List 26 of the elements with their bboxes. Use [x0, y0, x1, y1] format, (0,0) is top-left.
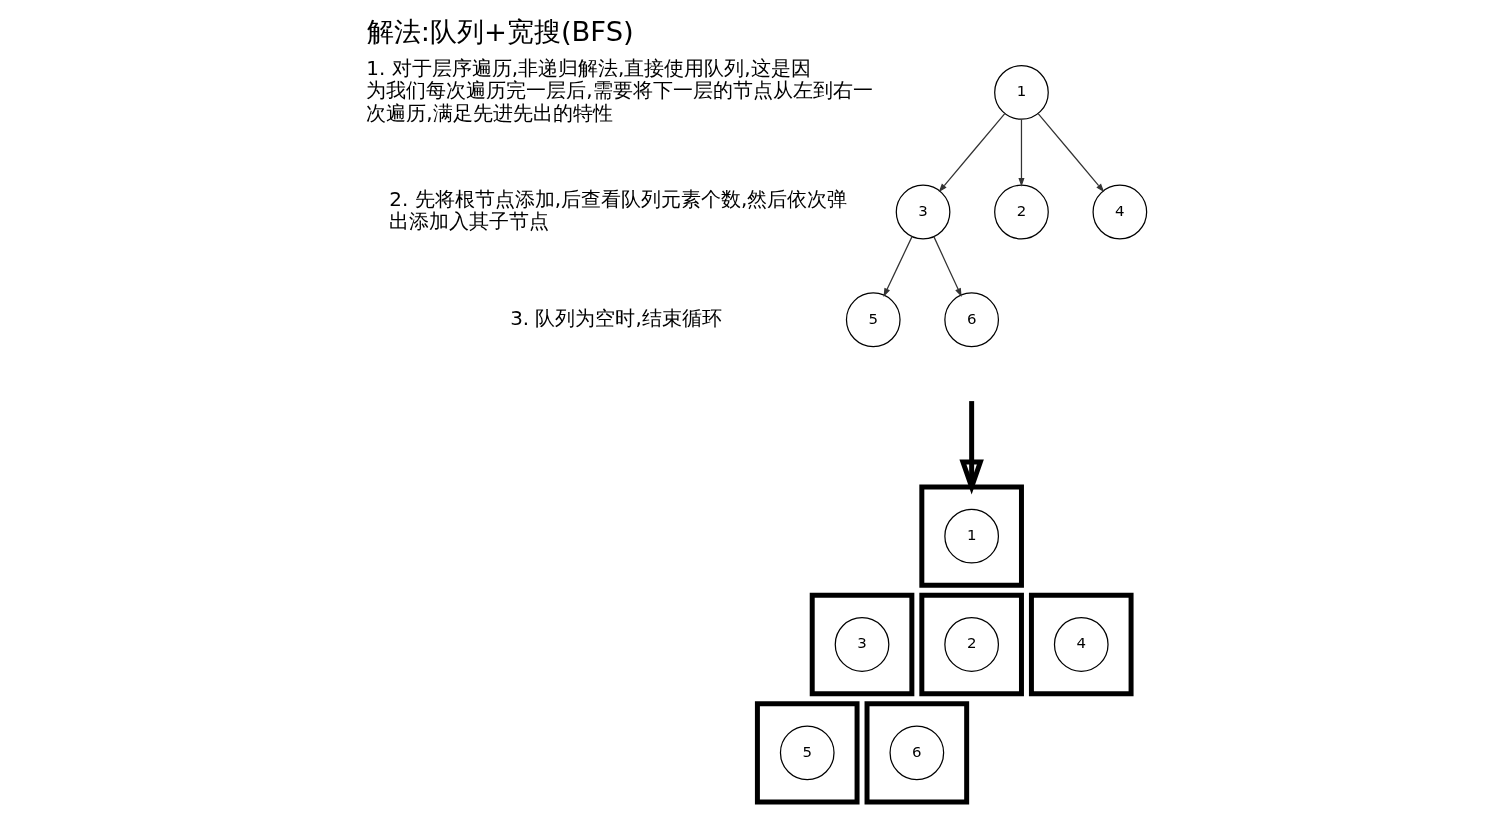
cluster	[1028, 592, 1134, 696]
node-circle: 2	[993, 184, 1049, 239]
node-circle: 2	[943, 616, 999, 672]
node-circle: 6	[888, 724, 944, 780]
arrow	[882, 235, 913, 297]
cluster	[809, 592, 914, 696]
arrow	[1017, 118, 1025, 187]
node-circle: 5	[845, 291, 901, 347]
node-circle: 4	[1053, 616, 1109, 672]
node-circle: 6	[943, 291, 999, 347]
arrow	[932, 235, 962, 297]
label: 3. 队列为空时,结束循环	[509, 305, 722, 329]
node-circle: 1	[993, 64, 1049, 120]
label: 1. 对于层序遍历,非递归解法,直接使用队列,这是因为我们每次遍历完一层后,需要将下一层的节点从左到右一次遍历,满足先进先出的特性	[365, 56, 873, 125]
cluster	[918, 592, 1024, 696]
arrow	[938, 112, 1005, 192]
cluster	[864, 700, 969, 805]
label: 2. 先将根节点添加,后查看队列元素个数,然后依次弹出添加入其子节点	[388, 187, 847, 233]
arrow	[958, 400, 984, 494]
node-circle: 1	[943, 508, 999, 564]
diagram-title: 解法:队列+宽搜(BFS)	[366, 15, 634, 47]
node-circle: 3	[834, 616, 889, 672]
cluster	[754, 700, 860, 805]
arrow	[1037, 112, 1104, 192]
cluster	[918, 483, 1024, 588]
node-circle: 5	[779, 724, 835, 780]
